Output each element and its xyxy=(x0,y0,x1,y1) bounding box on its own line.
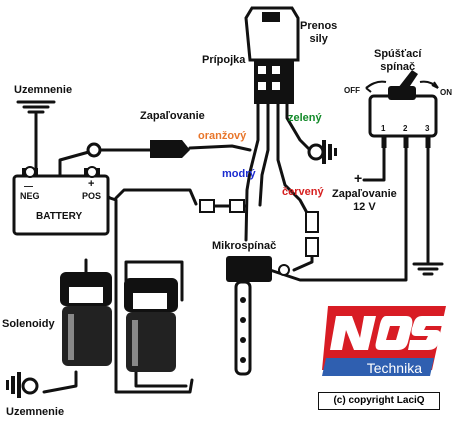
battery-pos: POS xyxy=(82,191,102,201)
battery-neg: NEG xyxy=(20,191,40,201)
ground-bottom-label: Uzemnenie xyxy=(6,406,65,418)
wire-solenoid-right-bottom xyxy=(134,370,188,388)
relay-connector-label: Prípojka xyxy=(202,54,246,66)
switch-off-label: OFF xyxy=(344,86,360,95)
ground-right-icon xyxy=(412,262,444,276)
solenoid-right-icon xyxy=(124,278,178,372)
wire-relay-red xyxy=(276,102,314,224)
solenoids-label: Solenoidy xyxy=(2,318,55,330)
ignition-plus-label: + xyxy=(354,170,363,186)
switch-off-arrow-icon xyxy=(365,80,387,93)
relay-title-label: Prenos sily xyxy=(300,20,338,45)
blue-wire-connector-icon xyxy=(199,199,245,213)
microswitch-label: Mikrospínač xyxy=(212,240,277,252)
ignition-fuse-icon xyxy=(86,140,190,158)
nos-logo: Technika xyxy=(322,306,446,376)
green-ground-icon xyxy=(307,140,337,164)
microswitch-icon xyxy=(226,256,290,376)
arming-switch-icon xyxy=(368,70,438,148)
wire-green-label: zelený xyxy=(288,112,322,124)
arming-switch-label: Spúšťací spínač xyxy=(374,48,422,73)
relay-icon xyxy=(244,6,300,104)
nos-logo-subtitle: Technika xyxy=(367,360,422,376)
wire-switch-pin1 xyxy=(362,136,386,182)
solenoid-left-icon xyxy=(60,272,112,366)
wire-fuse-battery xyxy=(58,148,98,178)
ignition-12v-label: Zapaľovanie 12 V xyxy=(332,188,397,213)
ground-bottom-icon xyxy=(6,372,39,398)
battery-minus: — xyxy=(24,181,33,191)
switch-pin-1: 1 xyxy=(381,124,386,133)
ground-top-label: Uzemnenie xyxy=(14,84,73,96)
copyright-notice: (c) copyright LaciQ xyxy=(318,392,440,410)
switch-pin-2: 2 xyxy=(403,124,408,133)
wire-blue-label: modrý xyxy=(222,168,256,180)
wire-solenoid-bottom xyxy=(42,370,78,394)
ignition-fuse-label: Zapaľovanie xyxy=(140,110,205,122)
wire-red-label: červený xyxy=(282,186,324,198)
switch-on-label: ON xyxy=(440,88,452,97)
wire-relay-blue xyxy=(258,102,270,207)
switch-pin-3: 3 xyxy=(425,124,430,133)
switch-on-arrow-icon xyxy=(419,80,439,89)
wire-solenoid-feed xyxy=(114,188,198,206)
wire-relay-green xyxy=(285,102,314,154)
wire-fuse-relay xyxy=(188,144,252,152)
battery-name: BATTERY xyxy=(36,211,83,222)
battery-icon xyxy=(12,166,110,236)
red-wire-connector-icon xyxy=(305,211,319,257)
ground-top-icon xyxy=(16,100,56,114)
wire-orange-label: oranžový xyxy=(198,130,247,142)
battery-plus: + xyxy=(88,178,95,190)
